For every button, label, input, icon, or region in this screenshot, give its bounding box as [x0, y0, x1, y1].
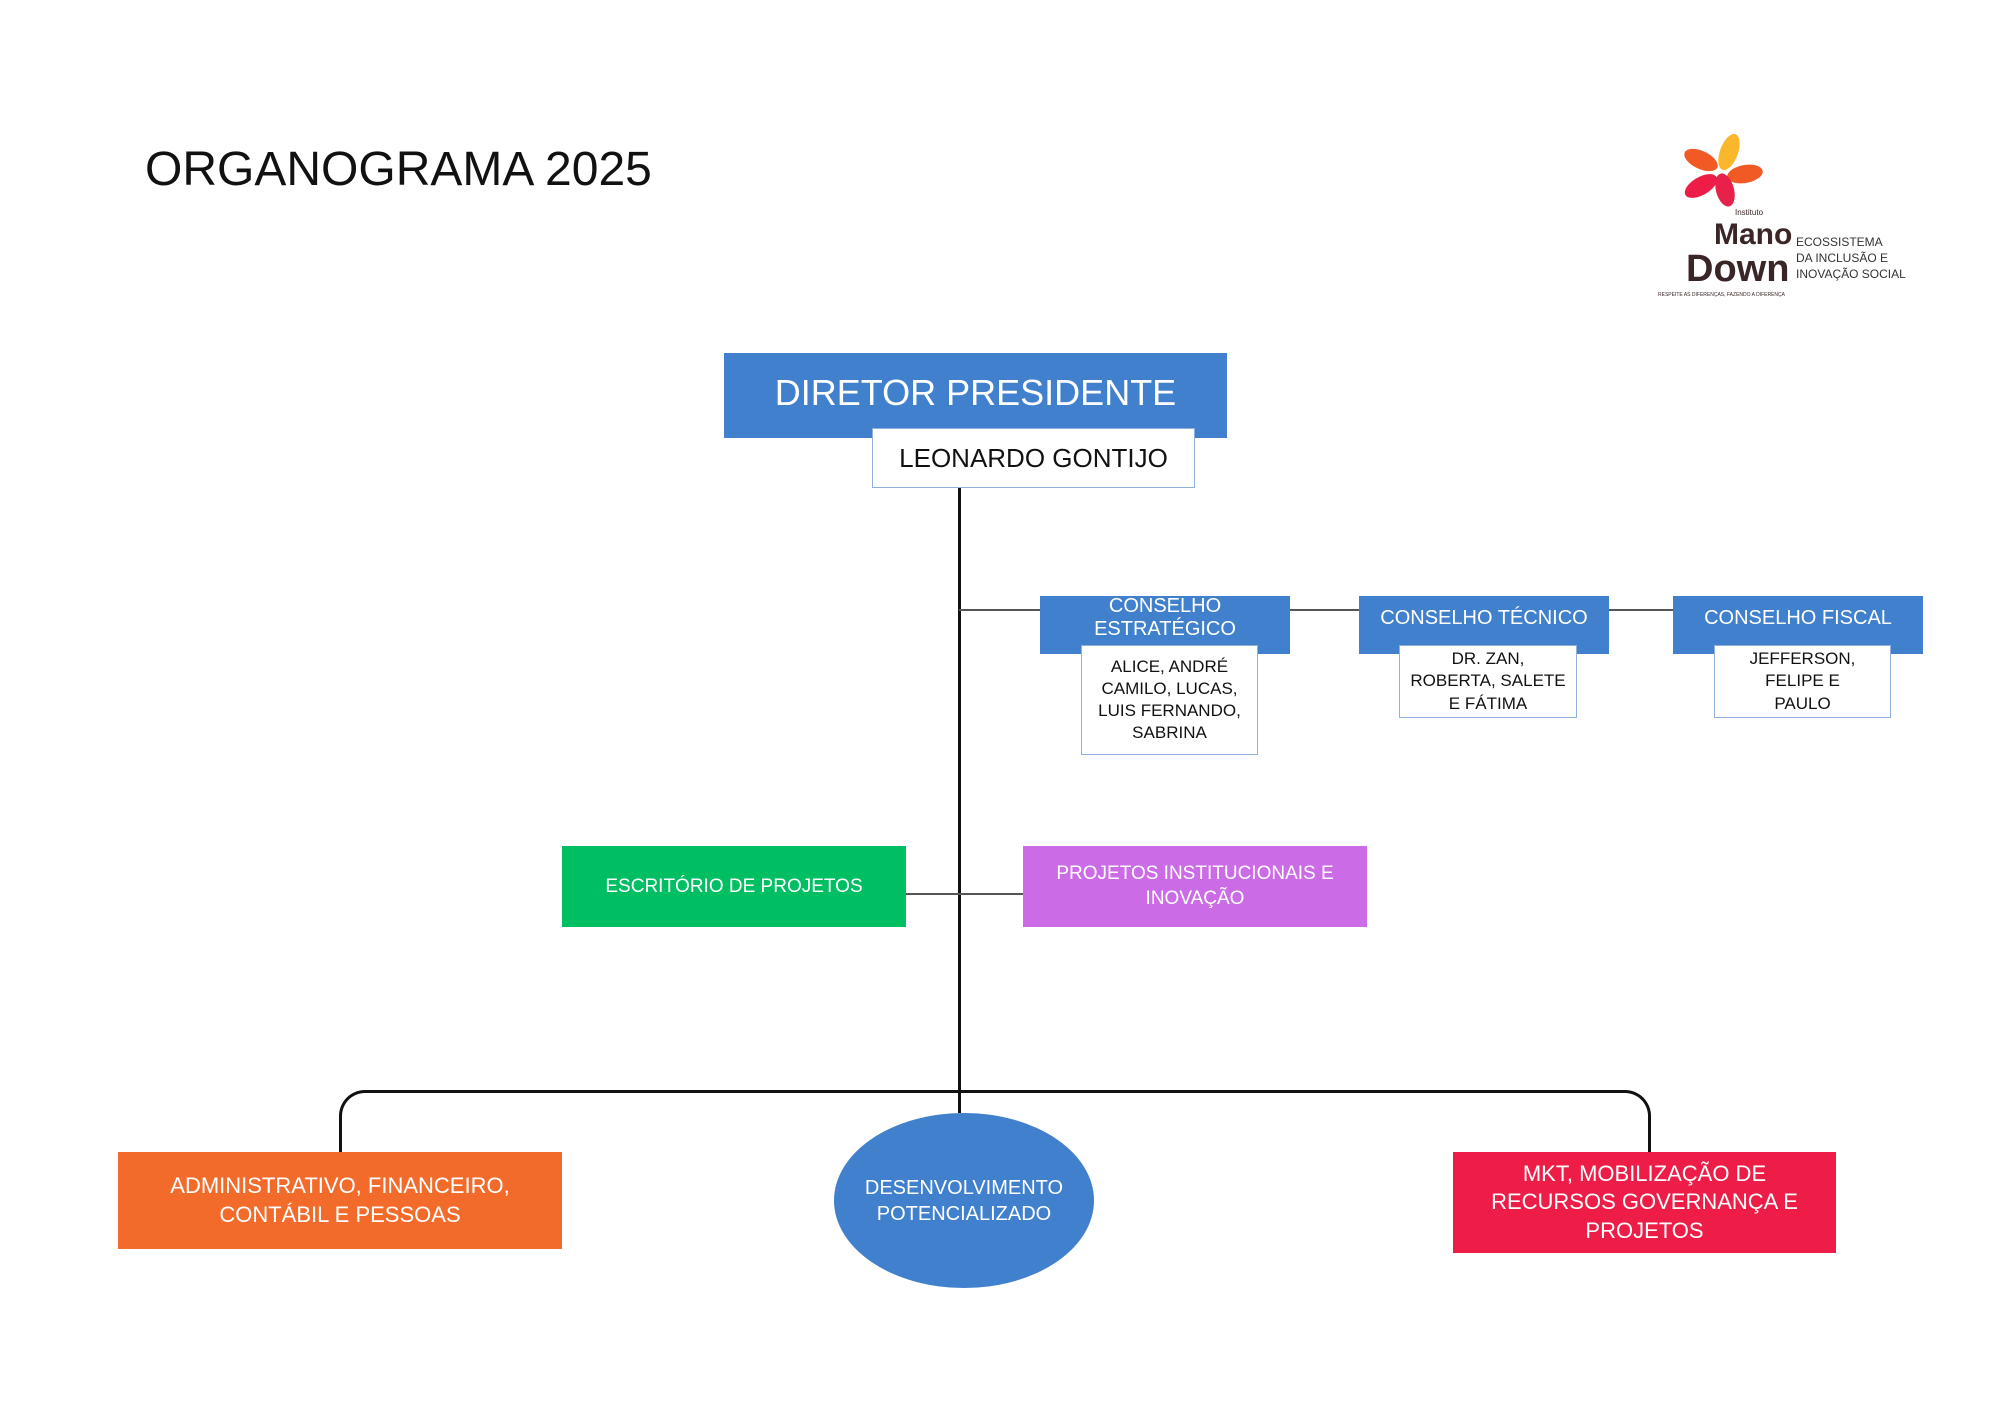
logo-side-line: DA INCLUSÃO E: [1796, 251, 1889, 265]
institutional-projects-box: PROJETOS INSTITUCIONAIS E INOVAÇÃO: [1023, 846, 1367, 927]
institutional-projects-label: PROJETOS INSTITUCIONAIS E INOVAÇÃO: [1056, 862, 1334, 909]
council-connector: [959, 609, 1673, 611]
council-strategic-members-box: ALICE, ANDRÉ CAMILO, LUCAS, LUIS FERNAND…: [1081, 645, 1258, 755]
logo-side-text: ECOSSISTEMA DA INCLUSÃO E INOVAÇÃO SOCIA…: [1796, 234, 1906, 282]
council-members: DR. ZAN, ROBERTA, SALETE E FÁTIMA: [1410, 649, 1566, 713]
department-label: DESENVOLVIMENTO POTENCIALIZADO: [864, 1176, 1064, 1225]
council-technical-members-box: DR. ZAN, ROBERTA, SALETE E FÁTIMA: [1399, 645, 1577, 718]
council-title: CONSELHO TÉCNICO: [1380, 606, 1588, 629]
council-strategic-title-box: CONSELHO ESTRATÉGICO: [1040, 595, 1290, 654]
project-office-label: ESCRITÓRIO DE PROJETOS: [605, 875, 863, 897]
director-role-box: DIRETOR PRESIDENTE: [724, 353, 1227, 438]
logo-brand-line1: Mano: [1714, 218, 1793, 251]
council-members: ALICE, ANDRÉ CAMILO, LUCAS, LUIS FERNAND…: [1098, 656, 1241, 743]
council-members: JEFFERSON, FELIPE E PAULO: [1749, 649, 1856, 713]
logo-tagline: RESPEITE AS DIFERENÇAS, FAZENDO A DIFERE…: [1658, 292, 1785, 298]
department-admin-box: ADMINISTRATIVO, FINANCEIRO, CONTÁBIL E P…: [118, 1152, 562, 1249]
main-connector: [958, 477, 961, 1113]
council-title: CONSELHO ESTRATÉGICO: [1094, 595, 1236, 640]
logo-small-text: Instituto: [1735, 208, 1764, 217]
logo-brand-line2: Down: [1686, 248, 1790, 290]
department-label: MKT, MOBILIZAÇÃO DE RECURSOS GOVERNANÇA …: [1491, 1160, 1798, 1243]
page-title: ORGANOGRAMA 2025: [145, 143, 652, 196]
logo-side-line: ECOSSISTEMA: [1796, 235, 1883, 249]
council-fiscal-title-box: CONSELHO FISCAL: [1673, 596, 1923, 654]
director-role: DIRETOR PRESIDENTE: [774, 371, 1177, 413]
council-technical-title-box: CONSELHO TÉCNICO: [1359, 596, 1609, 654]
flower-logo-icon: [1684, 133, 1763, 207]
department-label: ADMINISTRATIVO, FINANCEIRO, CONTÁBIL E P…: [170, 1172, 510, 1227]
middle-connector: [906, 893, 1023, 895]
logo-side-line: INOVAÇÃO SOCIAL: [1796, 267, 1906, 281]
director-name-box: LEONARDO GONTIJO: [872, 428, 1195, 488]
council-title: CONSELHO FISCAL: [1704, 606, 1892, 629]
department-marketing-box: MKT, MOBILIZAÇÃO DE RECURSOS GOVERNANÇA …: [1453, 1152, 1836, 1253]
project-office-box: ESCRITÓRIO DE PROJETOS: [562, 846, 906, 927]
logo: Instituto Mano Down RESPEITE AS DIFERENÇ…: [1650, 132, 1930, 302]
department-bracket: [339, 1090, 1651, 1160]
department-development-ellipse: DESENVOLVIMENTO POTENCIALIZADO: [834, 1113, 1094, 1288]
council-fiscal-members-box: JEFFERSON, FELIPE E PAULO: [1714, 645, 1891, 718]
director-name: LEONARDO GONTIJO: [899, 442, 1168, 473]
logo-brand: Mano Down: [1686, 218, 1793, 290]
